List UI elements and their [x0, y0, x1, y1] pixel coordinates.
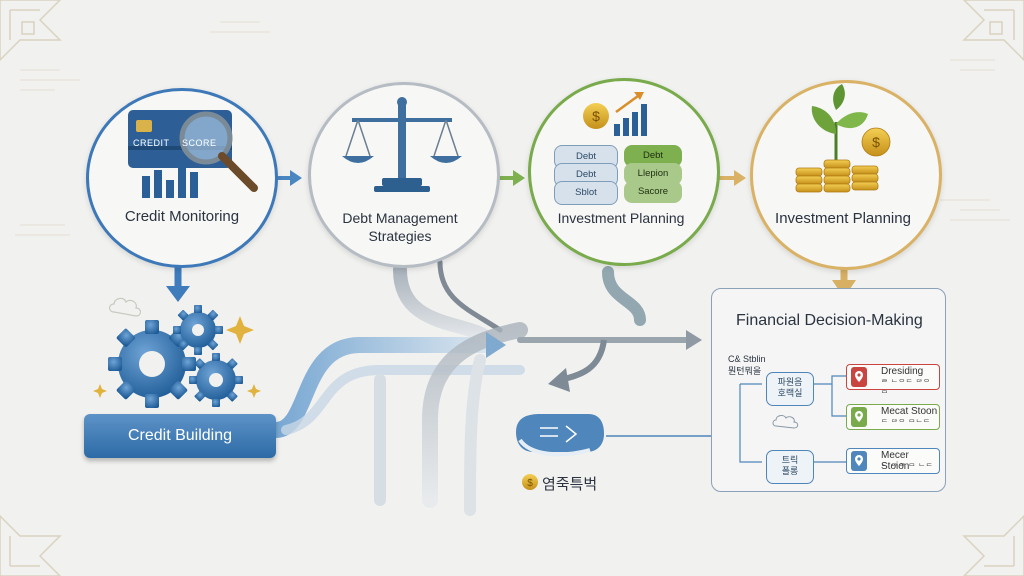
- credit-monitoring-title: Credit Monitoring: [124, 208, 240, 225]
- investment-planning-title-2: Investment Planning: [775, 210, 911, 227]
- coin-icon: $: [522, 474, 538, 490]
- investment-planning-title-1: Investment Planning: [557, 210, 685, 226]
- decision-option-2-name: Mecat Stoon: [881, 406, 938, 417]
- decision-option-3-name: Mecer Stoion: [881, 450, 910, 472]
- arrow-head-right: [686, 330, 702, 350]
- investment-tag-4: Llepion: [624, 163, 682, 185]
- decision-node-2: 트릭 폴롱: [766, 450, 814, 484]
- flow-ribbons: [268, 259, 693, 516]
- decision-node-1: 파원음 호랙실: [766, 372, 814, 406]
- decision-option-1: Dresiding ᄅ ᄂᄋᄃ ᄃᄅᄋ ᄆ: [846, 364, 940, 398]
- decision-option-2: Mecat Stoon ᄃ ᄃᄅᄋ ᄆᄂᄃ: [846, 404, 940, 430]
- connector-arrow-1: [276, 170, 302, 186]
- cloud-icon: [108, 297, 142, 317]
- decision-node-1-line2: 호랙실: [777, 388, 803, 398]
- decision-option-2-sub: ᄃ ᄃᄅᄋ ᄆᄂᄃ: [881, 418, 931, 427]
- decision-root-label-2: 뭔턴뭐을: [728, 366, 762, 376]
- investment-tag-2: Debt: [624, 145, 682, 167]
- decision-panel-title: Financial Decision-Making: [736, 312, 923, 329]
- bottom-korean-label: 염죽특벅: [542, 476, 598, 493]
- credit-building-label: Credit Building: [84, 414, 276, 458]
- investment-tag-6: Sacore: [624, 181, 682, 203]
- investment-tag-5: Sblot: [554, 181, 618, 205]
- curved-arrow-left: [548, 339, 607, 392]
- decision-option-3-sub: ᄂ ᄃᄅᄋ ᄆ ᄂᄃ: [881, 462, 934, 471]
- svg-text:$: $: [872, 134, 880, 150]
- gears-icon: [108, 305, 243, 408]
- balance-scale-icon: [342, 97, 462, 192]
- credit-card-label-1: CREDIT: [133, 138, 170, 148]
- location-pin-icon: [851, 367, 867, 387]
- credit-score-icon: [128, 110, 258, 198]
- decision-node-2-line1: 트릭: [781, 455, 799, 465]
- decision-root-label-1: C& Stblin: [728, 354, 766, 364]
- decision-option-1-sub: ᄅ ᄂᄋᄃ ᄃᄅᄋ ᄆ: [881, 378, 931, 398]
- decision-node-1-line1: 파원음: [777, 377, 803, 387]
- decision-option-3: Mecer Stoion ᄂ ᄃᄅᄋ ᄆ ᄂᄃ: [846, 448, 940, 474]
- svg-text:$: $: [592, 108, 600, 124]
- credit-card-label-2: SCORE: [182, 138, 217, 148]
- connector-arrow-3: [718, 170, 746, 186]
- decision-option-1-name: Dresiding: [881, 366, 924, 377]
- debt-management-title-line1: Debt Management: [342, 210, 458, 226]
- down-arrow-credit: [166, 264, 190, 302]
- plant-coins-icon: $: [795, 84, 891, 193]
- connector-arrow-2: [497, 170, 525, 186]
- location-pin-icon: [851, 451, 867, 471]
- svg-text:$: $: [527, 478, 533, 489]
- location-pin-icon: [851, 407, 867, 427]
- debt-management-title-line2: Strategies: [368, 228, 432, 244]
- sparkle-icon: [93, 316, 261, 398]
- transfer-capsule: [516, 414, 604, 457]
- decision-node-2-line2: 폴롱: [781, 466, 799, 476]
- arrow-head-center: [486, 332, 506, 358]
- growth-chart-icon: $: [583, 92, 647, 136]
